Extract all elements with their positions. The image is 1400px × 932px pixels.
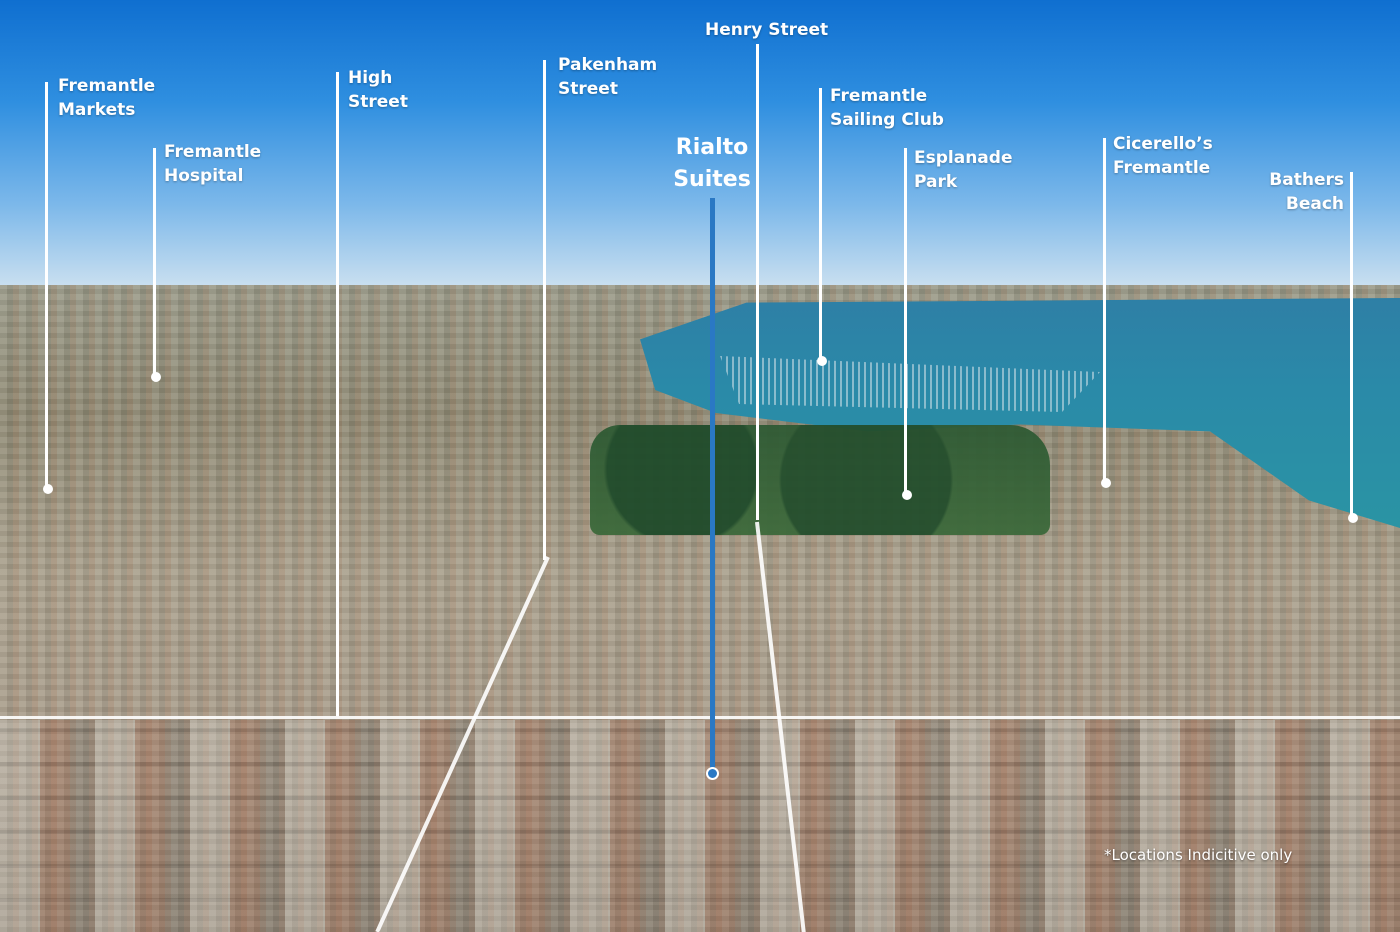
disclaimer-text: *Locations Indicitive only <box>1104 846 1293 864</box>
pointer-line-fremantle-markets <box>45 82 48 488</box>
label-high-street: High Street <box>348 68 408 112</box>
pointer-line-pakenham-street <box>543 60 546 560</box>
esplanade-park-trees <box>590 425 1050 535</box>
pointer-line-rialto-suites <box>710 198 715 773</box>
rialto-suites-marker <box>706 767 719 780</box>
label-pakenham-street: Pakenham Street <box>558 55 658 99</box>
foreground-rooftops <box>0 720 1400 932</box>
label-fremantle-markets: Fremantle Markets <box>58 76 156 120</box>
pointer-dot <box>150 372 161 382</box>
pointer-line-high-street <box>336 72 339 716</box>
pointer-dot <box>816 356 827 366</box>
label-fremantle-sailing-club: Fremantle Sailing Club <box>830 86 944 130</box>
pointer-line-sailing-club <box>819 88 822 362</box>
pointer-line-henry-street <box>756 44 759 520</box>
label-bathers-beach: Bathers Beach <box>1269 170 1344 214</box>
label-fremantle-hospital: Fremantle Hospital <box>164 142 262 186</box>
pointer-dot <box>1347 513 1358 523</box>
pointer-dot <box>1100 478 1111 488</box>
label-esplanade-park: Esplanade Park <box>914 148 1013 192</box>
pointer-line-cicerellos <box>1103 138 1106 484</box>
pointer-dot <box>42 484 53 494</box>
pointer-line-bathers-beach <box>1350 172 1353 518</box>
pointer-line-esplanade-park <box>904 148 907 496</box>
label-rialto-suites: Rialto Suites <box>673 135 751 192</box>
grid-line-horizontal <box>0 716 1400 719</box>
label-henry-street: Henry Street <box>705 20 829 40</box>
pointer-dot <box>901 490 912 500</box>
sky <box>0 0 1400 292</box>
label-cicerellos-fremantle: Cicerello’s Fremantle <box>1113 134 1213 178</box>
pointer-line-fremantle-hospital <box>153 148 156 378</box>
